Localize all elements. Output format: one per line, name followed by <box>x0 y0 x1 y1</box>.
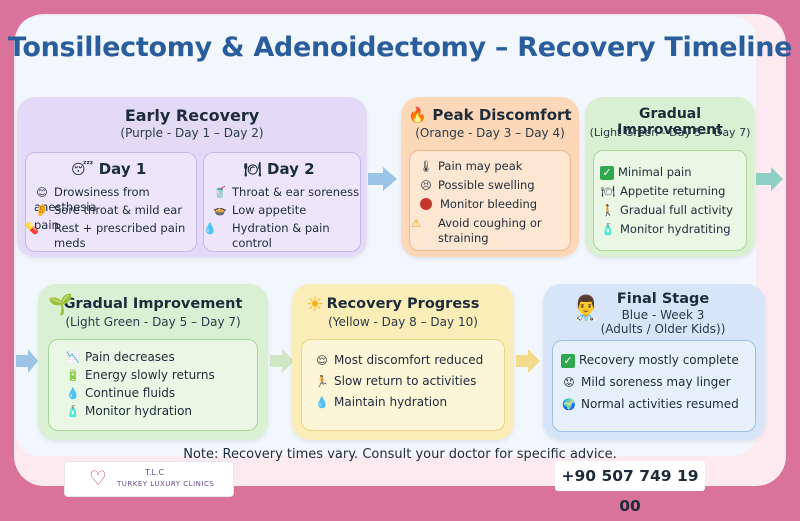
list-item: 💧Maintain hydration <box>315 395 448 409</box>
page-title: Tonsillectomy & Adenoidectomy – Recovery… <box>7 32 793 63</box>
chart-down-icon: 📉 <box>66 351 80 364</box>
battery-icon: 🔋 <box>66 369 80 382</box>
gradual-subtitle-2: (Light Green - Day 5 – Day 7) <box>65 315 241 329</box>
gauge-icon: 🌡 <box>419 160 433 173</box>
heart-stethoscope-icon: ♡ <box>89 466 107 490</box>
early-recovery-title: Early Recovery <box>124 106 260 125</box>
arrow-right-icon <box>771 167 783 191</box>
peak-title: Peak Discomfort <box>432 106 572 124</box>
arrow-shaft <box>368 173 384 185</box>
final-title: Final Stage <box>616 291 710 307</box>
arrow-right-icon <box>282 349 294 373</box>
progress-title: Recovery Progress <box>326 296 480 312</box>
bleeding-icon <box>420 198 432 210</box>
day2-box: 🍽 Day 2 🥤Throat & ear soreness 🍲Low appe… <box>203 152 361 252</box>
arrow-right-icon <box>528 349 540 373</box>
list-item: 🍲Low appetite <box>213 203 307 217</box>
check-icon: ✓ <box>561 354 575 368</box>
bottle-icon: 🧴 <box>601 223 615 236</box>
clinic-logo: ♡ T.L.C TURKEY LUXURY CLINICS <box>64 461 234 497</box>
arrow-right-icon <box>383 167 397 191</box>
list-item: Monitor bleeding <box>418 197 537 211</box>
arrow-shaft <box>16 355 28 367</box>
gradual-box-2: 📉Pain decreases 🔋Energy slowly returns 💧… <box>48 339 258 431</box>
final-subtitle-1: Blue - Week 3 <box>621 308 705 322</box>
globe-icon: 🌍 <box>562 398 576 411</box>
progress-box: 😌Most discomfort reduced 🏃Slow return to… <box>301 339 505 431</box>
list-item: 🌡Pain may peak <box>419 159 523 173</box>
logo-line-2: TURKEY LUXURY CLINICS <box>117 480 215 488</box>
face-icon: 😊 <box>36 186 48 199</box>
list-item: 💧Hydration & pain control <box>203 221 330 250</box>
early-recovery-subtitle: (Purple - Day 1 – Day 2) <box>120 126 264 140</box>
phone-number[interactable]: +90 507 749 19 00 <box>555 461 705 515</box>
list-item: 🔋Energy slowly returns <box>66 368 215 382</box>
relief-icon: 😌 <box>316 354 328 367</box>
final-box: ✓Recovery mostly complete 😟Mild soreness… <box>552 340 756 432</box>
plate-icon: 🍽 <box>601 185 615 198</box>
final-stage-card: 👨‍⚕️ Final Stage Blue - Week 3 (Adults /… <box>543 284 765 440</box>
gradual-improvement-card-2: 🌱 Gradual Improvement (Light Green - Day… <box>38 284 268 440</box>
arrow-shaft <box>756 173 772 185</box>
day1-box: 😴 Day 1 😊Drowsiness from anesthesia 👂Sor… <box>25 152 197 252</box>
list-item: ✓Minimal pain <box>600 165 692 180</box>
sleepy-face-icon: 😴 <box>71 162 94 178</box>
list-item: 💧Continue fluids <box>66 386 176 400</box>
list-item: 🧴Monitor hydratiting <box>601 222 731 236</box>
sprout-icon: 🌱 <box>48 292 73 316</box>
early-recovery-card: Early Recovery (Purple - Day 1 – Day 2) … <box>17 97 367 257</box>
fire-icon: 🔥 <box>408 106 428 124</box>
list-item: 🏃Slow return to activities <box>315 374 477 388</box>
doctor-icon: 👨‍⚕️ <box>571 294 601 322</box>
list-item: ✓Recovery mostly complete <box>561 353 739 368</box>
arrow-shaft <box>516 355 528 367</box>
droplet-icon: 💧 <box>315 396 329 409</box>
arrow-shaft <box>270 355 282 367</box>
running-icon: 🏃 <box>315 375 329 388</box>
bottle-icon: 🧴 <box>66 405 80 418</box>
peak-subtitle: (Orange - Day 3 – Day 4) <box>415 126 565 140</box>
droplet-icon: 💧 <box>203 222 217 235</box>
check-icon: ✓ <box>600 166 614 180</box>
ear-icon: 👂 <box>35 204 49 217</box>
arrow-right-icon <box>28 349 38 373</box>
day2-title: Day 2 <box>267 160 315 178</box>
list-item: 💊Rest + prescribed pain meds <box>25 221 186 250</box>
list-item: 🚶Gradual full activity <box>601 203 733 217</box>
list-item: 😣Possible swelling <box>418 178 534 193</box>
sun-icon: ☀ <box>306 292 324 316</box>
gradual-title-2: Gradual Improvement <box>63 296 243 312</box>
gradual-subtitle-1: (Light Green - Day 5 – Day 7) <box>589 126 751 139</box>
list-item: 🧴Monitor hydration <box>66 404 193 418</box>
cup-icon: 🥤 <box>213 186 227 199</box>
pills-icon: 💊 <box>25 222 39 235</box>
gradual-box-1: ✓Minimal pain 🍽Appetite returning 🚶Gradu… <box>593 150 747 251</box>
bowl-icon: 🍲 <box>213 204 227 217</box>
disclaimer-note: Note: Recovery times vary. Consult your … <box>183 447 617 462</box>
gradual-title-1: Gradual Improvement <box>617 106 723 138</box>
list-item: 📉Pain decreases <box>66 350 175 364</box>
peak-discomfort-card: 🔥 Peak Discomfort (Orange - Day 3 – Day … <box>401 97 579 257</box>
recovery-progress-card: ☀ Recovery Progress (Yellow - Day 8 – Da… <box>292 284 514 440</box>
list-item: 🍽Appetite returning <box>601 184 726 198</box>
list-item: 😌Most discomfort reduced <box>314 353 483 368</box>
logo-line-1: T.L.C <box>145 468 165 477</box>
face-icon: 😣 <box>420 179 432 192</box>
list-item: 😟Mild soreness may linger <box>561 375 730 390</box>
gradual-improvement-card-1: Gradual Improvement (Light Green - Day 5… <box>585 97 755 257</box>
drops-icon: 💧 <box>66 387 80 400</box>
final-subtitle-2: (Adults / Older Kids)) <box>600 322 726 336</box>
list-item: 😊Drowsiness from anesthesia <box>34 185 150 214</box>
list-item: 🥤Throat & ear soreness <box>213 185 360 199</box>
day1-title: Day 1 <box>98 160 147 178</box>
face-icon: 😟 <box>563 376 575 389</box>
list-item: 👂Sore throat & mild ear pain <box>34 203 183 232</box>
peak-box: 🌡Pain may peak 😣Possible swelling Monito… <box>409 150 571 251</box>
list-item: ⚠Avoid coughing or straining <box>411 216 542 245</box>
walking-icon: 🚶 <box>601 204 615 217</box>
progress-subtitle: (Yellow - Day 8 – Day 10) <box>328 315 478 329</box>
list-item: 🌍Normal activities resumed <box>562 397 739 411</box>
plate-icon: 🍽 <box>244 162 262 178</box>
warning-icon: ⚠ <box>411 217 421 230</box>
